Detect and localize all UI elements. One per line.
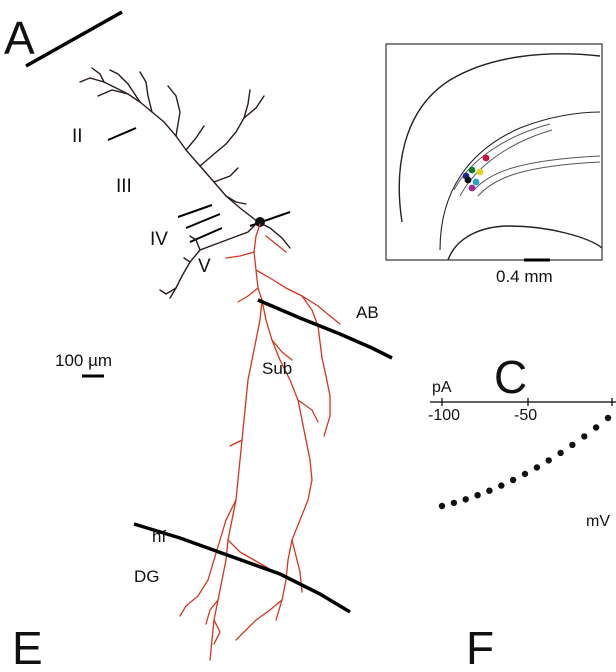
layer-label-ii: II	[72, 126, 83, 147]
recording-site-dot	[482, 154, 490, 162]
iv-x-unit: mV	[586, 513, 610, 530]
inset-frame	[385, 43, 603, 261]
iv-point	[557, 449, 564, 457]
iv-point	[569, 441, 576, 449]
inset-outer-contour	[398, 53, 601, 223]
layer-label-iv: IV	[150, 229, 168, 250]
iv-point	[438, 502, 446, 510]
region-label-hf: hf	[152, 527, 166, 546]
region-label-dg: DG	[134, 567, 160, 586]
inset-layer-line-4	[477, 161, 601, 197]
panel-label-c: C	[494, 351, 527, 403]
region-label-sub: Sub	[262, 359, 292, 378]
iv-y-unit: pA	[432, 379, 452, 396]
recording-sites	[462, 154, 490, 192]
layer-boundary-iii-iv-b	[185, 213, 221, 229]
inset-layer-line-3	[473, 155, 601, 191]
layer-boundary-iii-iv-a	[177, 204, 213, 218]
iv-point	[486, 487, 493, 494]
iv-tick-label-minus-50: -50	[514, 407, 537, 424]
hippocampal-fissure-boundary	[133, 522, 351, 614]
recording-site-dot	[476, 168, 484, 176]
layer-label-v: V	[198, 256, 211, 277]
main-scale-label: 100 µm	[55, 351, 112, 370]
axon-tree	[179, 223, 341, 661]
layer-label-iii: III	[116, 176, 132, 197]
iv-plot: pA -100 -50 mV	[428, 379, 616, 530]
inset-layer-line-2	[459, 129, 553, 197]
iv-point	[581, 433, 588, 440]
iv-point	[462, 496, 469, 503]
iv-point	[521, 470, 529, 478]
inset-layer-line-1	[453, 123, 551, 191]
iv-point	[450, 499, 458, 507]
recording-site-dot	[472, 178, 480, 186]
soma	[255, 217, 265, 227]
iv-point	[498, 482, 505, 489]
iv-point	[509, 476, 517, 484]
iv-point	[545, 457, 552, 464]
inset-inner-contour	[439, 111, 601, 251]
iv-tick-label-minus-100: -100	[428, 407, 460, 424]
recording-site-dot	[464, 176, 472, 184]
inset-scale-label: 0.4 mm	[496, 267, 553, 286]
panel-label-e: E	[12, 622, 43, 672]
layer-boundary-ii-iii	[107, 127, 137, 141]
inset-panel: 0.4 mm	[385, 43, 603, 286]
angular-bundle-boundary	[257, 298, 393, 360]
panel-label-f: F	[466, 622, 494, 672]
iv-point	[592, 424, 600, 431]
iv-point	[604, 414, 612, 422]
dendrite-tree	[79, 67, 291, 299]
panel-label-a: A	[4, 12, 35, 64]
pial-surface-line	[25, 10, 123, 68]
recording-site-dot	[468, 166, 476, 174]
recording-site-dot	[468, 184, 476, 192]
iv-data-points	[438, 414, 612, 510]
region-label-ab: AB	[356, 303, 379, 322]
iv-point	[474, 492, 481, 499]
inset-lower-contour	[447, 225, 603, 261]
iv-point	[533, 464, 541, 471]
